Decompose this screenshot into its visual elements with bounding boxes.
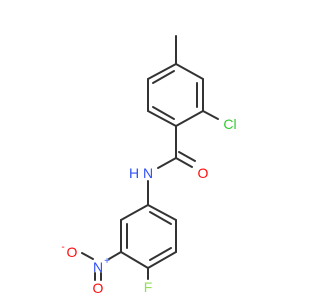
bond-c-o xyxy=(175,157,193,168)
bond-ring2-f xyxy=(120,204,149,221)
amide-nitrogen-label: N xyxy=(143,165,153,181)
bond-ring2-c xyxy=(147,251,177,269)
bond-ring2-a xyxy=(147,204,177,221)
bond-ring2-a-inner xyxy=(149,211,172,225)
nitro-nitrogen-label: N xyxy=(93,259,103,275)
bond-c-nitro xyxy=(108,251,122,260)
chlorine-label: Cl xyxy=(223,116,236,132)
chemical-structure-diagram: Cl O H N N + O - O F xyxy=(61,35,237,296)
amide-hydrogen-label: H xyxy=(129,165,139,181)
bond-ring1-f-inner xyxy=(152,70,175,84)
bond-nitro-o-top xyxy=(81,252,94,260)
nitro-plus-charge: + xyxy=(104,256,110,267)
bond-c-cl xyxy=(202,110,219,120)
bond-ring2-d xyxy=(120,251,149,269)
fluorine-label: F xyxy=(144,279,153,295)
nitro-oxygen-bottom-label: O xyxy=(93,280,104,296)
nitro-minus-charge: - xyxy=(61,242,64,253)
bond-ring1-a xyxy=(175,63,204,80)
bond-ring1-d-inner xyxy=(152,106,175,120)
bond-ring1-f xyxy=(147,63,177,80)
bond-c-o-second xyxy=(178,151,196,162)
carbonyl-oxygen-label: O xyxy=(198,165,209,181)
bond-ring1-d xyxy=(147,110,177,127)
nitro-oxygen-top-label: O xyxy=(67,244,78,260)
bond-ring1-c xyxy=(175,110,204,127)
bond-c-n xyxy=(157,157,177,169)
bond-ring2-c-inner xyxy=(149,247,172,261)
